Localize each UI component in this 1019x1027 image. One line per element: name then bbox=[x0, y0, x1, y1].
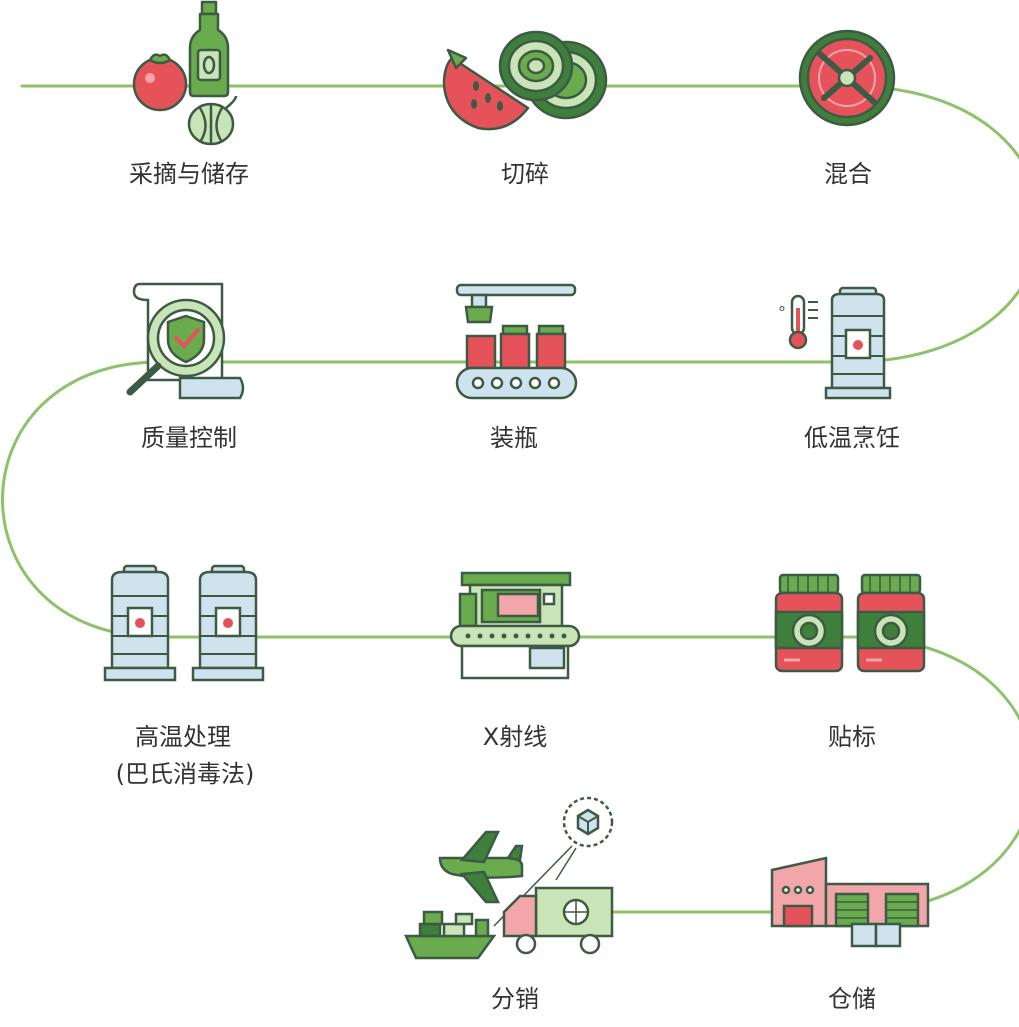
step-label-chop: 切碎 bbox=[501, 157, 549, 191]
step-label-mix: 混合 bbox=[824, 157, 872, 191]
step-label-cook: 低温烹饪 bbox=[804, 421, 900, 455]
step-label-warehouse: 仓储 bbox=[828, 982, 876, 1016]
step-label-quality: 质量控制 bbox=[141, 421, 237, 455]
xray-icon bbox=[451, 573, 579, 678]
step-sublabel-pasteurize: (巴氏消毒法) bbox=[116, 757, 255, 791]
step-label-xray: X射线 bbox=[483, 720, 547, 754]
svg-text:°: ° bbox=[778, 303, 786, 322]
cook-icon: ° bbox=[778, 288, 890, 398]
harvest-icon bbox=[134, 2, 236, 144]
warehouse-icon bbox=[772, 858, 928, 946]
distribute-icon bbox=[406, 798, 612, 958]
quality-icon bbox=[130, 284, 243, 398]
chop-icon bbox=[444, 32, 606, 129]
step-label-harvest: 采摘与储存 bbox=[129, 157, 249, 191]
pasteurize-icon bbox=[105, 566, 263, 680]
labeling-icon bbox=[776, 575, 924, 671]
step-label-bottling: 装瓶 bbox=[490, 421, 538, 455]
step-label-pasteurize: 高温处理 bbox=[135, 720, 231, 754]
bottling-icon bbox=[457, 285, 576, 398]
step-label-distribute: 分销 bbox=[491, 982, 539, 1016]
step-label-labeling: 贴标 bbox=[828, 720, 876, 754]
mix-icon bbox=[800, 31, 894, 125]
